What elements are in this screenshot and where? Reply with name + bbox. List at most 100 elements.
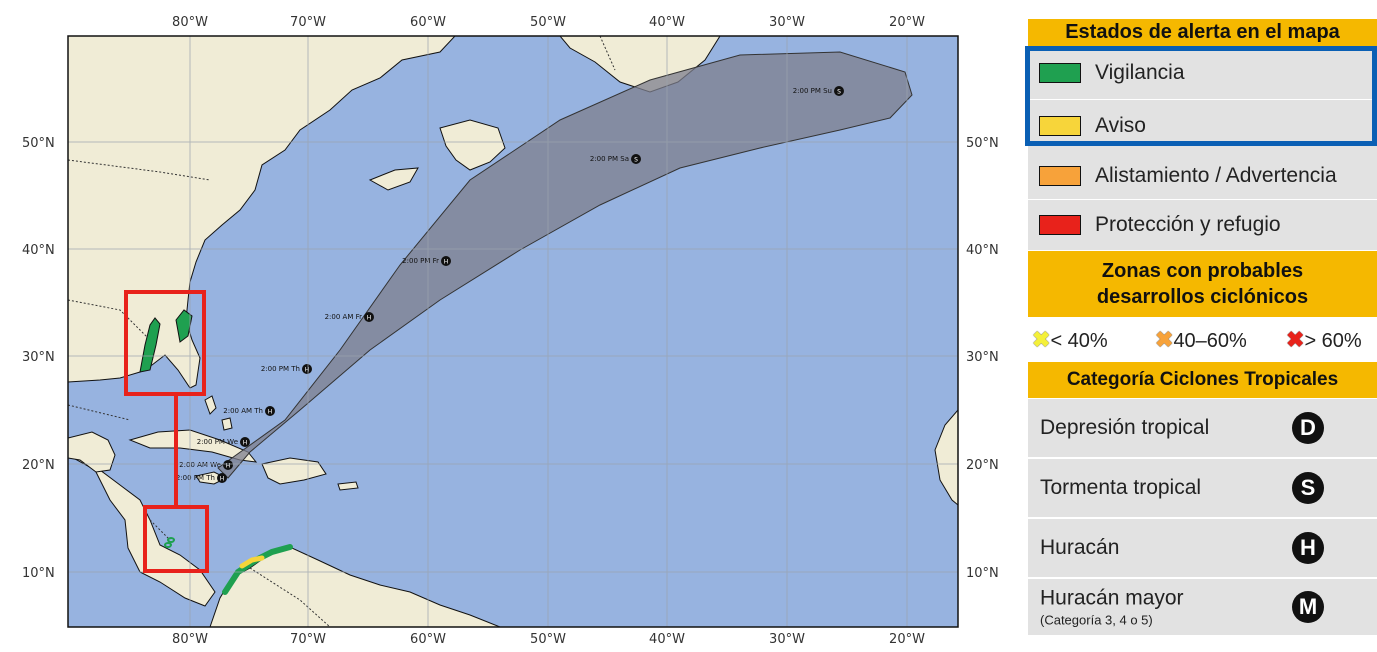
forecast-point-code: H (444, 259, 449, 266)
longitude-tick-label: 80°W (172, 632, 208, 647)
map-figure: H 2:00 PM Th H 2:00 AM We H 2:00 PM We H 2:00 A… (22, 15, 999, 647)
forecast-point-label: 2:00 AM Fr (325, 313, 363, 321)
category-label: Huracán (1040, 536, 1120, 559)
category-huracan: Huracán H (1028, 519, 1377, 577)
x-mark-icon: ✖ (1155, 327, 1174, 352)
longitude-tick-label: 50°W (530, 15, 566, 30)
alert-item-vigilancia: Vigilancia (1028, 47, 1377, 99)
category-badge-icon: H (1292, 532, 1324, 564)
probability-high: ✖> 60% (1286, 327, 1362, 352)
forecast-point-code: S (634, 157, 638, 164)
category-badge-icon: S (1292, 472, 1324, 504)
longitude-tick-label: 30°W (769, 15, 805, 30)
highlight-box-florida (124, 290, 206, 396)
category-huracan-mayor: Huracán mayor (Categoría 3, 4 o 5) M (1028, 579, 1377, 635)
longitude-tick-label: 70°W (290, 632, 326, 647)
forecast-point-label: 2:00 PM Sa (590, 155, 629, 163)
longitude-tick-label: 20°W (889, 632, 925, 647)
longitude-tick-label: 80°W (172, 15, 208, 30)
longitude-tick-label: 60°W (410, 632, 446, 647)
probability-row: ✖< 40% ✖40–60% ✖> 60% (1028, 318, 1377, 360)
forecast-track-points: H 2:00 PM Th H 2:00 AM We H 2:00 PM We H 2:00 A… (176, 86, 844, 483)
forecast-point-label: 2:00 PM Su (793, 87, 832, 95)
alert-swatch (1039, 165, 1081, 186)
category-label: Depresión tropical (1040, 416, 1210, 439)
watch-area-islands (164, 537, 176, 548)
forecast-point-icon (240, 437, 250, 447)
puerto-rico-land (337, 481, 359, 491)
longitude-tick-label: 70°W (290, 15, 326, 30)
longitude-tick-label: 40°W (649, 15, 685, 30)
state-borders (68, 36, 616, 627)
forecast-point-icon (217, 473, 227, 483)
map-panel: H 2:00 PM Th H 2:00 AM We H 2:00 PM We H 2:00 A… (0, 0, 1019, 652)
highlight-box-islands (143, 505, 209, 573)
forecast-point-code: H (268, 409, 273, 416)
category-badge-icon: M (1292, 591, 1324, 623)
longitude-tick-label: 60°W (410, 15, 446, 30)
longitude-tick-label: 20°W (889, 15, 925, 30)
alert-legend-title: Estados de alerta en el mapa (1028, 19, 1377, 46)
land-masses: H 2:00 PM Th H 2:00 AM We H 2:00 PM We H 2:00 A… (68, 36, 958, 627)
zones-title-line-1: Zonas con probables (1101, 260, 1304, 282)
forecast-point-code: H (220, 476, 225, 483)
alert-swatch (1039, 116, 1081, 136)
alert-label: Alistamiento / Advertencia (1095, 163, 1337, 187)
latitude-tick-label: 40°N (966, 243, 999, 258)
forecast-point-code: S (837, 89, 841, 96)
category-legend-title: Categoría Ciclones Tropicales (1028, 362, 1377, 398)
alert-label: Vigilancia (1095, 61, 1185, 84)
forecast-point-icon (631, 154, 641, 164)
category-tormenta: Tormenta tropical S (1028, 459, 1377, 517)
longitude-tick-label: 30°W (769, 632, 805, 647)
latitude-tick-label: 40°N (22, 243, 55, 258)
x-mark-icon: ✖ (1032, 327, 1051, 352)
alert-label: Protección y refugio (1095, 213, 1281, 236)
longitude-tick-label: 50°W (530, 632, 566, 647)
probability-low: ✖< 40% (1032, 327, 1108, 352)
alert-item-alistamiento: Alistamiento / Advertencia (1028, 152, 1377, 199)
newfoundland-land (439, 119, 506, 171)
x-mark-icon: ✖ (1286, 327, 1305, 352)
nova-scotia-land (368, 167, 419, 191)
bahamas-land (204, 395, 233, 431)
axis-ticks: 80°W 80°W 70°W 70°W 60°W 60°W 50°W 50°W 40°W 40°W… (22, 15, 999, 647)
graticule (68, 36, 958, 627)
cuba-land (128, 429, 258, 463)
forecast-point-code: H (305, 367, 310, 374)
probability-medium: ✖40–60% (1155, 327, 1247, 352)
category-label: Tormenta tropical (1040, 476, 1202, 499)
forecast-point-label: 2:00 PM Fr (402, 257, 439, 265)
latitude-tick-label: 30°N (22, 350, 55, 365)
longitude-tick-label: 40°W (649, 632, 685, 647)
forecast-cone (217, 51, 913, 479)
latitude-tick-label: 20°N (22, 458, 55, 473)
category-badge-icon: D (1292, 412, 1324, 444)
forecast-point-label: 2:00 PM We (197, 438, 238, 446)
forecast-point-label: 2:00 AM Th (223, 407, 263, 415)
zones-legend-title: Zonas con probables desarrollos ciclónic… (1028, 251, 1377, 317)
zones-title-line-2: desarrollos ciclónicos (1096, 286, 1309, 308)
latitude-tick-label: 20°N (966, 458, 999, 473)
forecast-point-icon (223, 460, 233, 470)
forecast-point-label: 2:00 PM Th (261, 365, 300, 373)
forecast-point-code: H (243, 440, 248, 447)
category-sublabel: (Categoría 3, 4 o 5) (1040, 612, 1153, 628)
mexico-central-america-land (68, 439, 216, 607)
forecast-point-label: 2:00 AM We (179, 461, 221, 469)
latitude-tick-label: 50°N (22, 136, 55, 151)
alert-item-proteccion: Protección y refugio (1028, 200, 1377, 250)
category-label: Huracán mayor (Categoría 3, 4 o 5) (1040, 586, 1184, 628)
forecast-point-icon (364, 312, 374, 322)
warning-coast-colombia (239, 555, 265, 569)
latitude-tick-label: 10°N (22, 566, 55, 581)
forecast-point-icon (441, 256, 451, 266)
forecast-point-icon (302, 364, 312, 374)
forecast-point-label: 2:00 PM Th (176, 474, 215, 482)
latitude-tick-label: 50°N (966, 136, 999, 151)
africa-land (934, 409, 958, 506)
forecast-point-icon (834, 86, 844, 96)
map-frame (67, 35, 959, 628)
watch-area-florida-west (139, 317, 161, 373)
forecast-point-code: H (367, 315, 372, 322)
